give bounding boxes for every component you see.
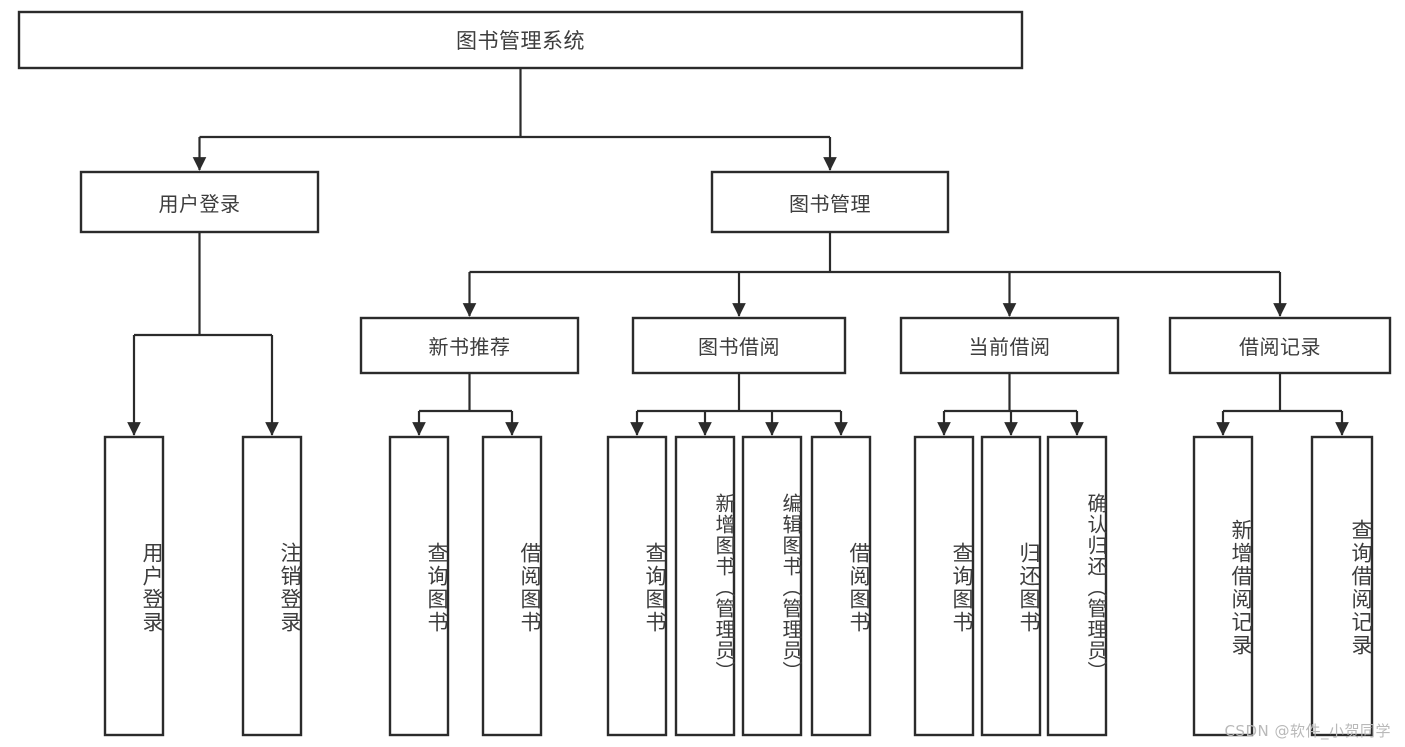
leaf-box-3[interactable]: [481, 435, 543, 737]
level3-box-2[interactable]: [899, 316, 1120, 375]
watermark-credit: CSDN @软件_小贺同学: [1224, 722, 1391, 740]
leaf-box-0[interactable]: [103, 435, 165, 737]
node-box-layer: [17, 10, 1392, 737]
level3-box-3[interactable]: [1168, 316, 1392, 375]
leaf-box-4[interactable]: [606, 435, 668, 737]
leaf-box-5[interactable]: [674, 435, 736, 737]
level2-box-1[interactable]: [710, 170, 950, 234]
connector-layer: [127, 68, 1349, 436]
leaf-box-12[interactable]: [1310, 435, 1374, 737]
leaf-box-6[interactable]: [741, 435, 803, 737]
level3-box-0[interactable]: [359, 316, 580, 375]
leaf-box-9[interactable]: [980, 435, 1042, 737]
leaf-box-10[interactable]: [1046, 435, 1108, 737]
leaf-box-2[interactable]: [388, 435, 450, 737]
level2-box-0[interactable]: [79, 170, 320, 234]
level3-box-1[interactable]: [631, 316, 847, 375]
leaf-box-7[interactable]: [810, 435, 872, 737]
root-box-0[interactable]: [17, 10, 1024, 70]
leaf-box-11[interactable]: [1192, 435, 1254, 737]
leaf-box-1[interactable]: [241, 435, 303, 737]
leaf-box-8[interactable]: [913, 435, 975, 737]
